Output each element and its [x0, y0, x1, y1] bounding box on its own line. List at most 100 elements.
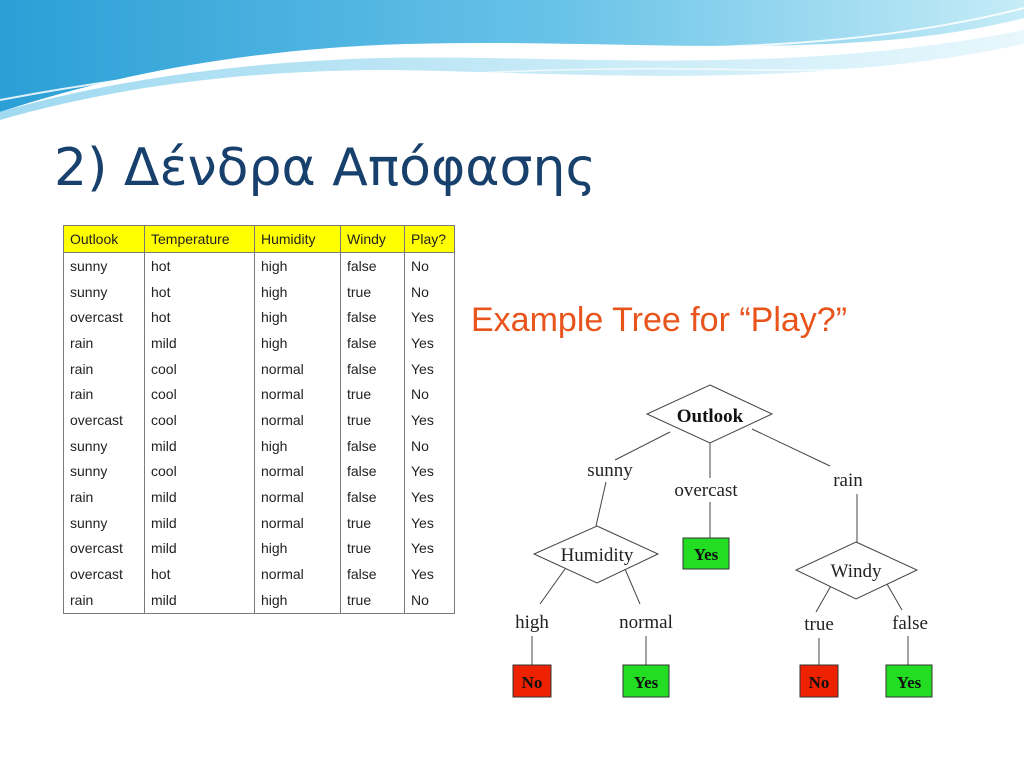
- table-cell: No: [404, 252, 455, 279]
- table-cell: high: [254, 304, 341, 331]
- edge-line-true: [815, 583, 833, 613]
- table-cell: true: [340, 535, 405, 562]
- table-cell: rain: [63, 355, 145, 382]
- table-cell: hot: [144, 252, 255, 279]
- table-cell: cool: [144, 458, 255, 485]
- table-cell: rain: [63, 484, 145, 510]
- table-cell: mild: [144, 509, 255, 536]
- column-header-play: Play?: [404, 225, 455, 253]
- table-cell: normal: [254, 484, 341, 510]
- table-cell: normal: [254, 509, 341, 536]
- table-cell: true: [340, 407, 405, 433]
- header-wave-decoration: [0, 0, 1024, 120]
- column-header-windy: Windy: [340, 225, 405, 253]
- table-cell: cool: [144, 407, 255, 433]
- table-cell: cool: [144, 355, 255, 382]
- edge-line-high: [539, 568, 566, 605]
- edge-label-rain: rain: [833, 470, 863, 491]
- table-cell: normal: [254, 458, 341, 485]
- table-cell: sunny: [63, 509, 145, 536]
- table-cell: high: [254, 535, 341, 562]
- table-cell: Yes: [404, 355, 455, 382]
- table-cell: Yes: [404, 535, 455, 562]
- table-cell: false: [340, 561, 405, 587]
- table-cell: overcast: [63, 304, 145, 331]
- leaf-rain-true-no-label: No: [809, 673, 830, 692]
- table-cell: true: [340, 278, 405, 305]
- table-cell: No: [404, 586, 455, 614]
- edge-label-high: high: [515, 612, 549, 633]
- edge-label-normal: normal: [619, 612, 673, 633]
- windy-node: [794, 541, 919, 600]
- humidity-node-label: Humidity: [561, 545, 634, 566]
- decision-tree-diagram: Outlook sunny overcast rain Humidity Yes…: [512, 384, 933, 698]
- leaf-sunny-high-no-label: No: [522, 673, 543, 692]
- tree-caption: Example Tree for “Play?”: [471, 301, 848, 339]
- table-cell: Yes: [404, 561, 455, 587]
- table-cell: rain: [63, 330, 145, 356]
- table-cell: hot: [144, 304, 255, 331]
- table-cell: No: [404, 278, 455, 305]
- edge-label-false: false: [892, 613, 928, 634]
- table-cell: mild: [144, 535, 255, 562]
- table-cell: sunny: [63, 458, 145, 485]
- table-cell: normal: [254, 561, 341, 587]
- table-cell: false: [340, 252, 405, 279]
- edge-line-rain: [751, 428, 831, 467]
- table-cell: normal: [254, 355, 341, 382]
- table-cell: normal: [254, 407, 341, 433]
- edge-line-sunny: [614, 431, 671, 461]
- leaf-rain-false-yes: [885, 664, 933, 698]
- table-cell: high: [254, 278, 341, 305]
- edge-line-normal: [624, 568, 641, 605]
- table-cell: rain: [63, 381, 145, 408]
- column-header-outlook: Outlook: [63, 225, 145, 253]
- table-cell: Yes: [404, 407, 455, 433]
- table-cell: Yes: [404, 304, 455, 331]
- table-cell: hot: [144, 561, 255, 587]
- windy-node-label: Windy: [831, 561, 882, 582]
- column-header-temperature: Temperature: [144, 225, 255, 253]
- leaf-rain-true-no: [799, 664, 839, 698]
- leaf-rain-false-yes-label: Yes: [897, 673, 922, 692]
- table-cell: overcast: [63, 407, 145, 433]
- edge-line-false: [886, 583, 903, 611]
- table-cell: Yes: [404, 509, 455, 536]
- table-cell: rain: [63, 586, 145, 614]
- leaf-overcast-yes: [682, 537, 730, 570]
- table-cell: Yes: [404, 458, 455, 485]
- table-cell: mild: [144, 484, 255, 510]
- column-header-humidity: Humidity: [254, 225, 341, 253]
- table-cell: false: [340, 330, 405, 356]
- edge-line-sunny-lower: [595, 481, 607, 527]
- edge-label-overcast: overcast: [674, 480, 738, 501]
- outlook-node-label: Outlook: [677, 406, 744, 427]
- edge-label-true: true: [804, 614, 834, 635]
- table-cell: high: [254, 252, 341, 279]
- table-cell: sunny: [63, 432, 145, 459]
- table-cell: mild: [144, 330, 255, 356]
- leaf-overcast-yes-label: Yes: [694, 545, 719, 564]
- table-cell: high: [254, 432, 341, 459]
- leaf-sunny-normal-yes: [622, 664, 670, 698]
- table-cell: mild: [144, 586, 255, 614]
- table-cell: No: [404, 381, 455, 408]
- slide-title: 2) Δένδρα Απόφασης: [54, 138, 596, 198]
- table-cell: hot: [144, 278, 255, 305]
- table-cell: overcast: [63, 535, 145, 562]
- table-cell: false: [340, 484, 405, 510]
- table-cell: true: [340, 381, 405, 408]
- outlook-node: [645, 384, 774, 444]
- table-cell: false: [340, 458, 405, 485]
